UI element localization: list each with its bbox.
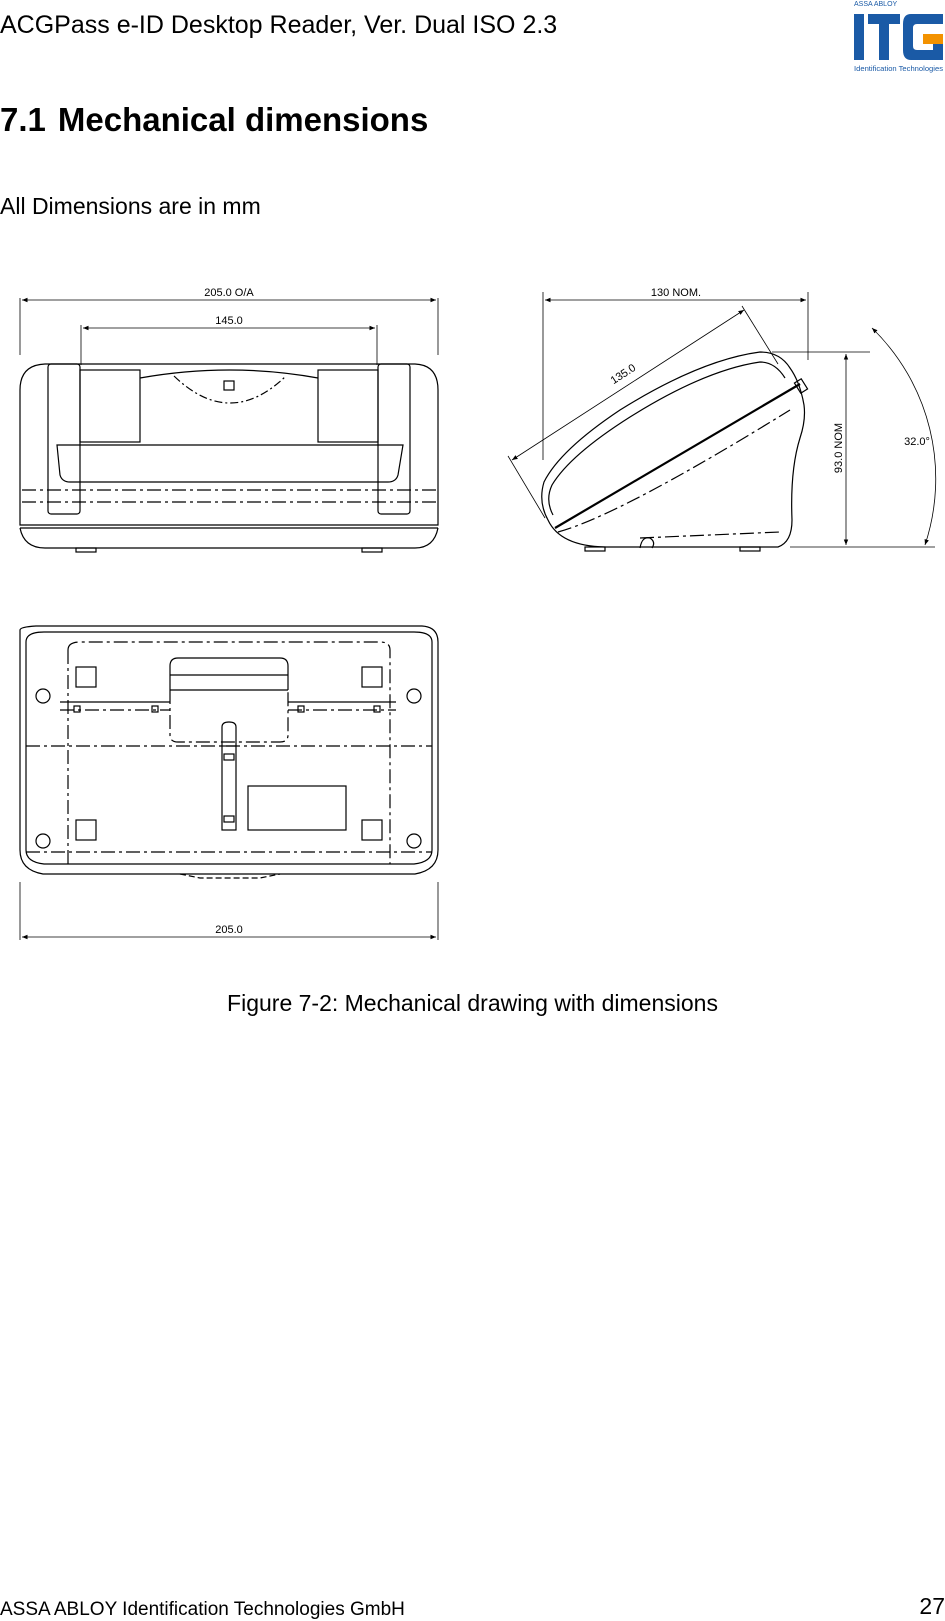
logo-top-text: ASSA ABLOY (854, 1, 898, 8)
itg-logo: ASSA ABLOY Identification Technologies (854, 1, 943, 73)
section-number: 7.1 (0, 101, 46, 138)
bottom-width-label: 205.0 (215, 924, 243, 936)
document-title: ACGPass e-ID Desktop Reader, Ver. Dual I… (0, 11, 558, 39)
side-slope-dimension-line (511, 309, 745, 461)
bottom-body-outline (19, 625, 439, 875)
logo-tagline: Identification Technologies (854, 64, 943, 73)
section-heading: 7.1 Mechanical dimensions (0, 100, 428, 140)
bottom-foot-top-right (361, 666, 383, 688)
logo-letter-i (854, 14, 864, 60)
side-angle-label: 32.0° (904, 436, 930, 448)
front-inner-label: 145.0 (215, 315, 243, 327)
side-body-outline (541, 351, 806, 548)
front-card-tray (56, 444, 404, 483)
footer-company: ASSA ABLOY Identification Technologies G… (0, 1599, 405, 1620)
page-number: 27 (919, 1593, 945, 1619)
front-body-outline (19, 363, 439, 526)
bottom-foot-top-left (75, 666, 97, 688)
side-slope-label: 135.0 (609, 362, 639, 387)
side-depth-label: 130 NOM. (651, 287, 701, 299)
figure-caption: Figure 7-2: Mechanical drawing with dime… (227, 990, 718, 1016)
bottom-label-area (247, 785, 347, 831)
front-view: 205.0 O/A 145.0 (19, 287, 439, 553)
dimensions-unit-note: All Dimensions are in mm (0, 193, 261, 219)
side-view: 130 NOM. 135.0 93.0 NOM 32.0° (507, 287, 937, 552)
bottom-view: 205.0 (19, 625, 439, 940)
side-height-label: 93.0 NOM (833, 423, 845, 473)
bottom-foot-bottom-right (361, 819, 383, 841)
mechanical-drawing: 205.0 O/A 145.0 130 NOM. 135.0 93.0 NOM … (19, 287, 937, 940)
bottom-foot-bottom-left (75, 819, 97, 841)
logo-letter-t-stem (879, 14, 889, 60)
front-width-label: 205.0 O/A (204, 287, 254, 299)
section-title: Mechanical dimensions (57, 101, 429, 138)
side-angle-arc (871, 327, 937, 546)
logo-accent-block (923, 34, 943, 44)
